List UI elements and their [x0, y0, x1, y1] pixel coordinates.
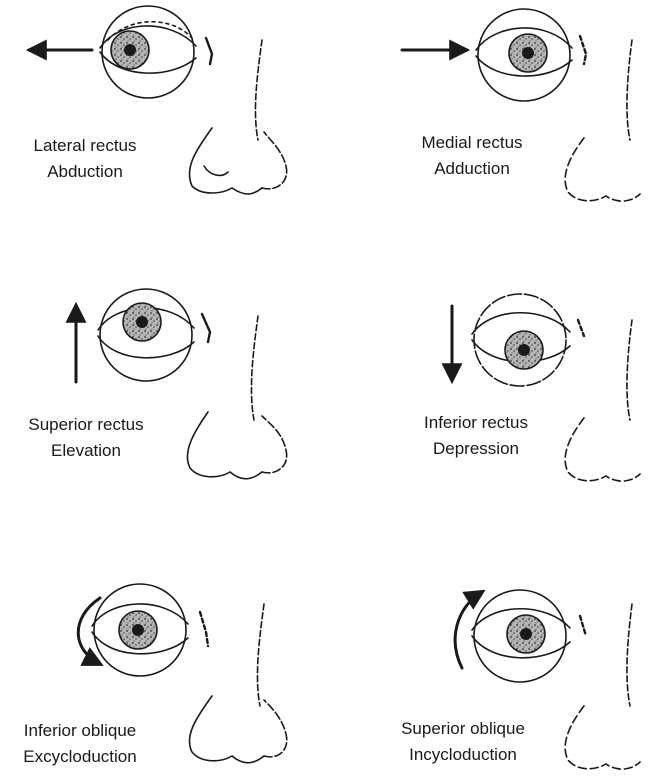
- label-inferior-rectus: Inferior rectus Depression: [396, 410, 556, 462]
- nose-bridge: [251, 316, 258, 420]
- nostril-left: [189, 696, 264, 763]
- nostril-right: [262, 132, 287, 189]
- muscle-name: Medial rectus: [392, 130, 552, 156]
- nostril-right: [262, 416, 287, 473]
- muscle-name: Superior rectus: [6, 412, 166, 438]
- nose-bridge: [627, 320, 632, 420]
- muscle-name: Inferior oblique: [0, 718, 160, 744]
- muscle-action: Adduction: [392, 156, 552, 182]
- pupil: [522, 47, 534, 59]
- label-lateral-rectus: Lateral rectus Abduction: [10, 133, 160, 185]
- label-superior-rectus: Superior rectus Elevation: [6, 412, 166, 464]
- pupil: [132, 624, 144, 636]
- nostril-right: [264, 700, 287, 757]
- counterclockwise-arrow-icon: [78, 598, 100, 664]
- nostril-left: [187, 412, 262, 479]
- nose-bridge: [627, 40, 632, 140]
- muscle-name: Lateral rectus: [10, 133, 160, 159]
- pupil: [520, 628, 532, 640]
- muscle-action: Excycloduction: [0, 744, 160, 770]
- pupil: [136, 316, 148, 328]
- muscle-action: Depression: [396, 436, 556, 462]
- label-superior-oblique: Superior oblique Incycloduction: [378, 716, 548, 768]
- muscle-action: Incycloduction: [378, 742, 548, 768]
- pupil: [518, 344, 530, 356]
- clockwise-arrow-icon: [455, 592, 482, 668]
- nose-bridge: [257, 604, 264, 706]
- brow-mark: [580, 36, 586, 64]
- nostril-left: [565, 418, 640, 481]
- label-inferior-oblique: Inferior oblique Excycloduction: [0, 718, 160, 770]
- nose-bridge: [627, 604, 632, 706]
- muscle-name: Inferior rectus: [396, 410, 556, 436]
- brow-mark: [580, 616, 586, 636]
- label-medial-rectus: Medial rectus Adduction: [392, 130, 552, 182]
- brow-mark: [578, 320, 584, 336]
- muscle-name: Superior oblique: [378, 716, 548, 742]
- nostril-left: [565, 706, 640, 769]
- brow-mark: [200, 612, 208, 646]
- pupil: [124, 44, 136, 56]
- nostril-left: [189, 128, 262, 194]
- brow-mark: [202, 314, 210, 342]
- nose-bridge: [255, 40, 262, 140]
- brow-mark: [206, 38, 212, 64]
- muscle-action: Abduction: [10, 159, 160, 185]
- nostril-left: [565, 138, 640, 201]
- nostril-inner: [204, 166, 228, 175]
- muscle-action: Elevation: [6, 438, 166, 464]
